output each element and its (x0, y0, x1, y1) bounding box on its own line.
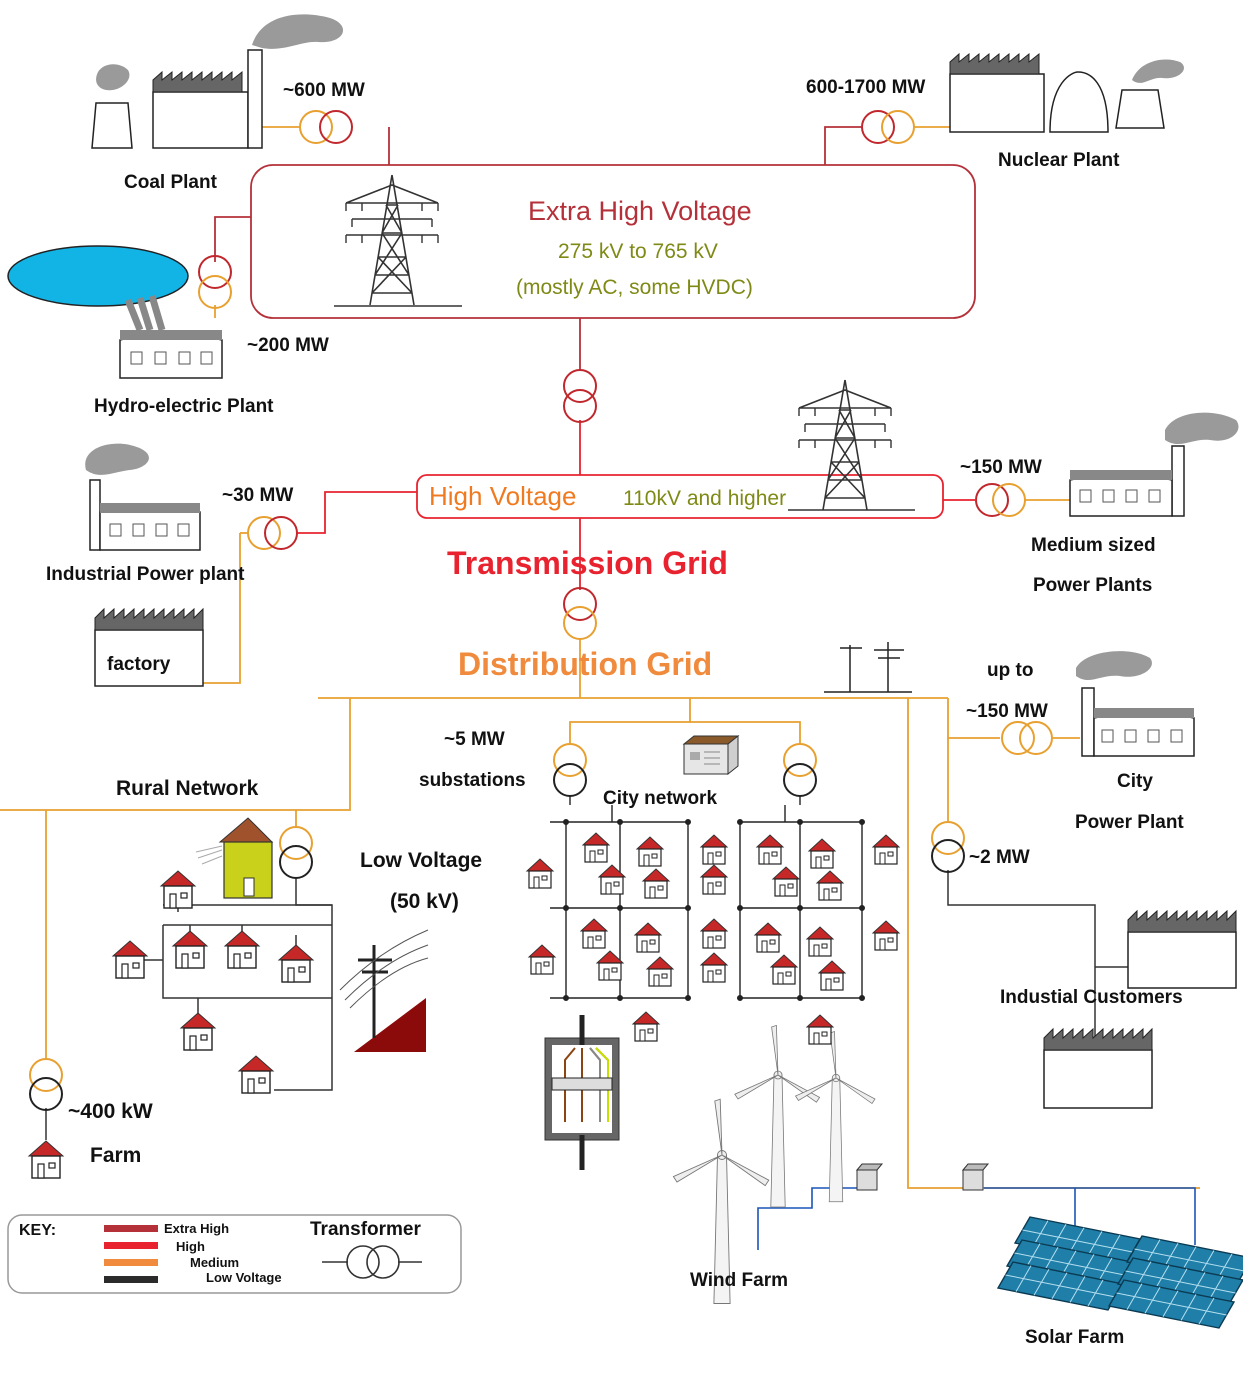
city-plant-label-2: Power Plant (1075, 812, 1184, 833)
nuclear-plant-label: Nuclear Plant (998, 150, 1120, 171)
house-icon (278, 944, 314, 983)
extra-high-voltage-box (250, 164, 976, 319)
coal-plant-label: Coal Plant (124, 172, 217, 193)
house-icon (112, 940, 148, 979)
hydro-plant-label: Hydro-electric Plant (94, 396, 274, 417)
transformer-icon (279, 826, 313, 879)
house-icon (224, 930, 260, 969)
city-houses (526, 832, 900, 1045)
coal-plant-icon (91, 14, 344, 149)
transformer-icon (931, 821, 965, 873)
coal-plant-power: ~600 MW (283, 80, 365, 101)
substation-label: substations (419, 770, 526, 791)
key-item-extra-high: Extra High (164, 1221, 230, 1236)
farm-label: Farm (90, 1144, 142, 1167)
city-plant-label-1: City (1117, 771, 1153, 792)
key-item-medium: Medium (190, 1255, 240, 1270)
transmission-grid-title: Transmission Grid (447, 545, 728, 581)
farm-house-icon (28, 1140, 64, 1179)
nuclear-plant-power: 600-1700 MW (806, 77, 926, 98)
industrial-power-plant-icon (85, 443, 201, 551)
high-voltage-range: 110kV and higher (623, 487, 787, 510)
key-swatch-extra-high (104, 1225, 158, 1232)
high-voltage-tower-icon (788, 379, 915, 511)
solar-farm-label: Solar Farm (1025, 1327, 1125, 1348)
house-icon (160, 870, 196, 909)
industrial-customers-label: Industial Customers (1000, 987, 1183, 1008)
house-icon (172, 930, 208, 969)
transformer-icon (861, 110, 915, 144)
key-item-low-voltage: Low Voltage (206, 1270, 282, 1285)
high-voltage-title: High Voltage (429, 481, 577, 511)
key-legend-box (7, 1214, 462, 1294)
grid-junction-dots (563, 819, 865, 1001)
substation-icon (682, 734, 740, 776)
inverter-box-icon (961, 1163, 990, 1191)
distribution-grid-title: Distribution Grid (458, 646, 713, 682)
factory-icon (94, 607, 204, 687)
city-power-plant-icon (1076, 651, 1195, 757)
nuclear-plant-icon (949, 52, 1184, 133)
low-voltage-label-1: Low Voltage (360, 849, 483, 872)
transformer-icon (553, 743, 587, 797)
electrical-cabinet-icon (544, 1015, 620, 1170)
low-voltage-pole-icon (339, 929, 429, 1052)
extra-high-voltage-title: Extra High Voltage (528, 196, 752, 226)
key-transformer-label: Transformer (310, 1219, 421, 1240)
key-transformer-icon (346, 1245, 380, 1279)
transformer-icon (1001, 721, 1053, 755)
hydro-plant-power: ~200 MW (247, 335, 329, 356)
factory-label: factory (107, 654, 171, 675)
transmission-tower-icon (334, 174, 462, 307)
key-swatch-low (104, 1276, 158, 1283)
utility-pole-icon (824, 642, 912, 693)
high-voltage-box (416, 474, 944, 519)
transformer-icon (299, 110, 353, 144)
medium-plant-label-2: Power Plants (1033, 575, 1153, 596)
medium-plant-power: ~150 MW (960, 457, 1042, 478)
city-plant-power-2: ~150 MW (966, 701, 1048, 722)
transformer-icon (247, 516, 298, 550)
key-title: KEY: (19, 1222, 57, 1239)
industrial-customer-factory-icon (1127, 909, 1237, 989)
hydro-plant-icon (7, 245, 223, 379)
extra-high-voltage-range: 275 kV to 765 kV (558, 240, 718, 263)
inverter-box-icon (855, 1163, 884, 1191)
house-icon (180, 1012, 216, 1051)
transformer-icon (975, 483, 1026, 517)
industrial-customer-factory-icon (1043, 1027, 1153, 1109)
key-swatch-high (104, 1242, 158, 1249)
wind-farm-label: Wind Farm (690, 1270, 788, 1291)
rural-substation-building-icon (195, 817, 274, 899)
industrial-plant-power: ~30 MW (222, 485, 294, 506)
transformer-icon (29, 1058, 63, 1111)
wind-turbine-icon (734, 1025, 820, 1208)
wire-lines (0, 126, 1200, 1250)
farm-power: ~400 kW (68, 1100, 153, 1123)
transformer-icon (563, 587, 597, 640)
house-icon (238, 1055, 274, 1094)
city-network-label: City network (603, 788, 718, 809)
key-item-high: High (176, 1239, 205, 1254)
substation-power: ~5 MW (444, 729, 505, 750)
transformer-icon (563, 369, 597, 423)
medium-power-plant-icon (1069, 412, 1239, 517)
medium-plant-label-1: Medium sized (1031, 535, 1156, 556)
extra-high-voltage-note: (mostly AC, some HVDC) (516, 276, 753, 299)
key-swatch-medium (104, 1259, 158, 1266)
solar-panel-icon (997, 1216, 1243, 1329)
industrial-customers-power: ~2 MW (969, 847, 1030, 868)
rural-network-label: Rural Network (116, 777, 259, 800)
transformer-icon (198, 255, 232, 309)
transformer-icon (783, 743, 817, 797)
low-voltage-label-2: (50 kV) (390, 890, 459, 913)
city-plant-power-1: up to (987, 660, 1034, 681)
industrial-plant-label: Industrial Power plant (46, 564, 245, 585)
